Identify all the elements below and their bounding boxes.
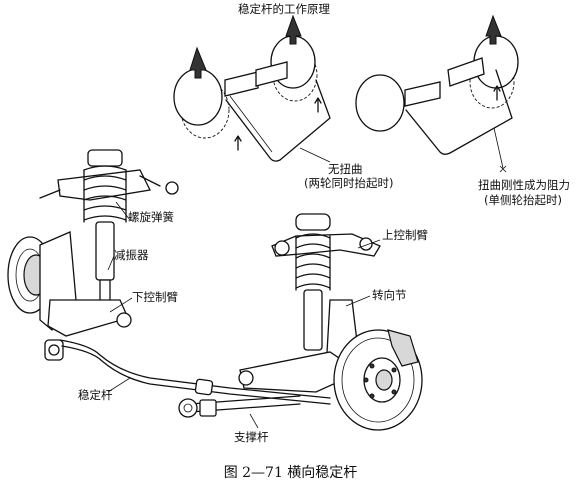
label-upper-arm: 上控制臂 [382, 228, 428, 242]
plate-left-2 [404, 81, 441, 107]
figure-caption: 图 2—71 横向稳定杆 [223, 465, 358, 481]
label-coil-spring: 螺旋弹簧 [128, 210, 174, 224]
label-strut-rod: 支撑杆 [234, 430, 269, 444]
arrow-up-right [285, 14, 302, 45]
label-knuckle: 转向节 [372, 288, 407, 302]
plate-left [224, 71, 259, 97]
label-no-twist-1: 无扭曲 [328, 162, 363, 176]
arrow-up-left [189, 46, 207, 79]
label-twist-1: 扭曲刚性成为阻力 [478, 178, 570, 192]
label-shock-absorber: 减振器 [114, 248, 149, 262]
stabilizer-bar [59, 339, 331, 405]
label-lower-arm: 下控制臂 [132, 290, 178, 304]
inset-no-twist [173, 14, 331, 163]
u-bar-2 [405, 69, 513, 155]
strut-rod [178, 395, 301, 418]
label-no-twist-2: (两轮同时抬起时) [304, 176, 394, 190]
left-suspension [7, 149, 179, 361]
label-principle-title: 稳定杆的工作原理 [238, 2, 330, 16]
u-bar-1 [225, 79, 331, 162]
label-twist-2: (单侧轮抬起时) [484, 193, 562, 207]
leader-lines [107, 201, 381, 429]
right-suspension [238, 213, 423, 431]
plate-right [255, 61, 288, 87]
plate-right-2 [447, 57, 485, 87]
wheel-left-2 [355, 74, 405, 132]
label-stabilizer-bar: 稳定杆 [78, 388, 113, 402]
inset-twist [355, 14, 519, 173]
arrow-up-right-2 [485, 14, 502, 45]
